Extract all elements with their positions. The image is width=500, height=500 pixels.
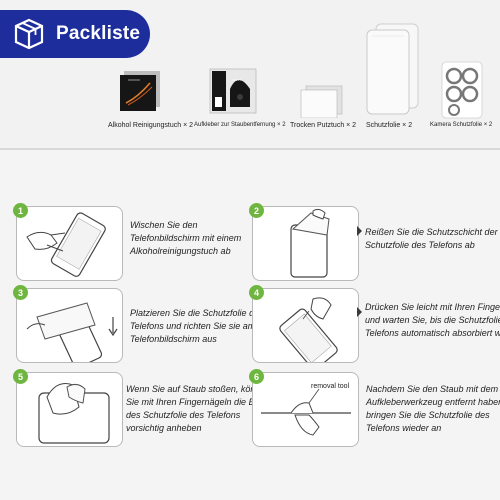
step-1-text: Wischen Sie den Telefonbildschirm mit ei… <box>130 220 242 256</box>
step-number: 4 <box>249 285 264 300</box>
screen-protector-image <box>366 23 419 115</box>
step-2-text: Reißen Sie die Schutzschicht der Schutzf… <box>365 227 498 250</box>
step-number: 5 <box>13 369 28 384</box>
packing-items: Alkohol Reinigungstuch × 2 DUST Aufklebe… <box>0 22 500 132</box>
step-number: 1 <box>13 203 28 218</box>
step-5-text: Wenn Sie auf Staub stoßen, können Sie mi… <box>126 384 271 433</box>
item-label-screen-protector: Schutzfolie × 2 <box>366 122 413 129</box>
lift-corner-illustration <box>38 383 110 444</box>
step-5-illustration: 5 <box>13 369 123 447</box>
align-protector-illustration <box>26 302 118 369</box>
step-3-illustration: 3 <box>13 285 123 369</box>
step-4-illustration: 4 <box>249 285 359 370</box>
item-label-camera-protector: Kamera Schutzfolie × 2 <box>430 122 493 128</box>
step-2-illustration: 2 <box>249 203 359 281</box>
packing-list-title: Packliste <box>56 23 141 44</box>
arrow-icon <box>357 226 362 236</box>
step-number: 6 <box>249 369 264 384</box>
press-protector-illustration <box>279 297 338 370</box>
peel-layer-illustration <box>290 208 330 278</box>
packing-list-section: Packliste Alkohol Reinigungstuch × 2 DUS… <box>0 0 500 148</box>
step-4-text: Drücken Sie leicht mit Ihren Fingern und… <box>365 302 500 338</box>
step-3-text: Platzieren Sie die Schutzfolie des Telef… <box>130 308 264 344</box>
box-icon <box>14 18 44 50</box>
svg-text:DUST: DUST <box>233 78 241 82</box>
step-number: 2 <box>249 203 264 218</box>
packing-list-header: Packliste <box>0 10 150 58</box>
alcohol-wipe-image <box>120 71 160 111</box>
item-label-alcohol-wipe: Alkohol Reinigungstuch × 2 <box>108 122 194 129</box>
step-1-illustration: 1 <box>13 203 123 281</box>
phone-wipe-illustration <box>26 212 106 277</box>
step-6-text: Nachdem Sie den Staub mit dem Aufkleberw… <box>366 384 500 433</box>
step-number: 3 <box>13 285 28 300</box>
item-label-dust-sticker: Aufkleber zur Staubentfernung × 2 <box>194 122 286 128</box>
removal-tool-label: removal tool <box>311 383 350 390</box>
item-label-dry-cloth: Trocken Putztuch × 2 <box>290 122 357 129</box>
dust-sticker-image: DUST <box>209 68 257 114</box>
camera-protector-image <box>441 61 483 119</box>
dry-cloth-image <box>300 85 343 118</box>
arrow-icon <box>357 307 362 317</box>
step-6-illustration: 6 removal tool <box>249 369 359 447</box>
section-divider <box>0 148 500 150</box>
dust-removal-illustration <box>261 388 351 436</box>
